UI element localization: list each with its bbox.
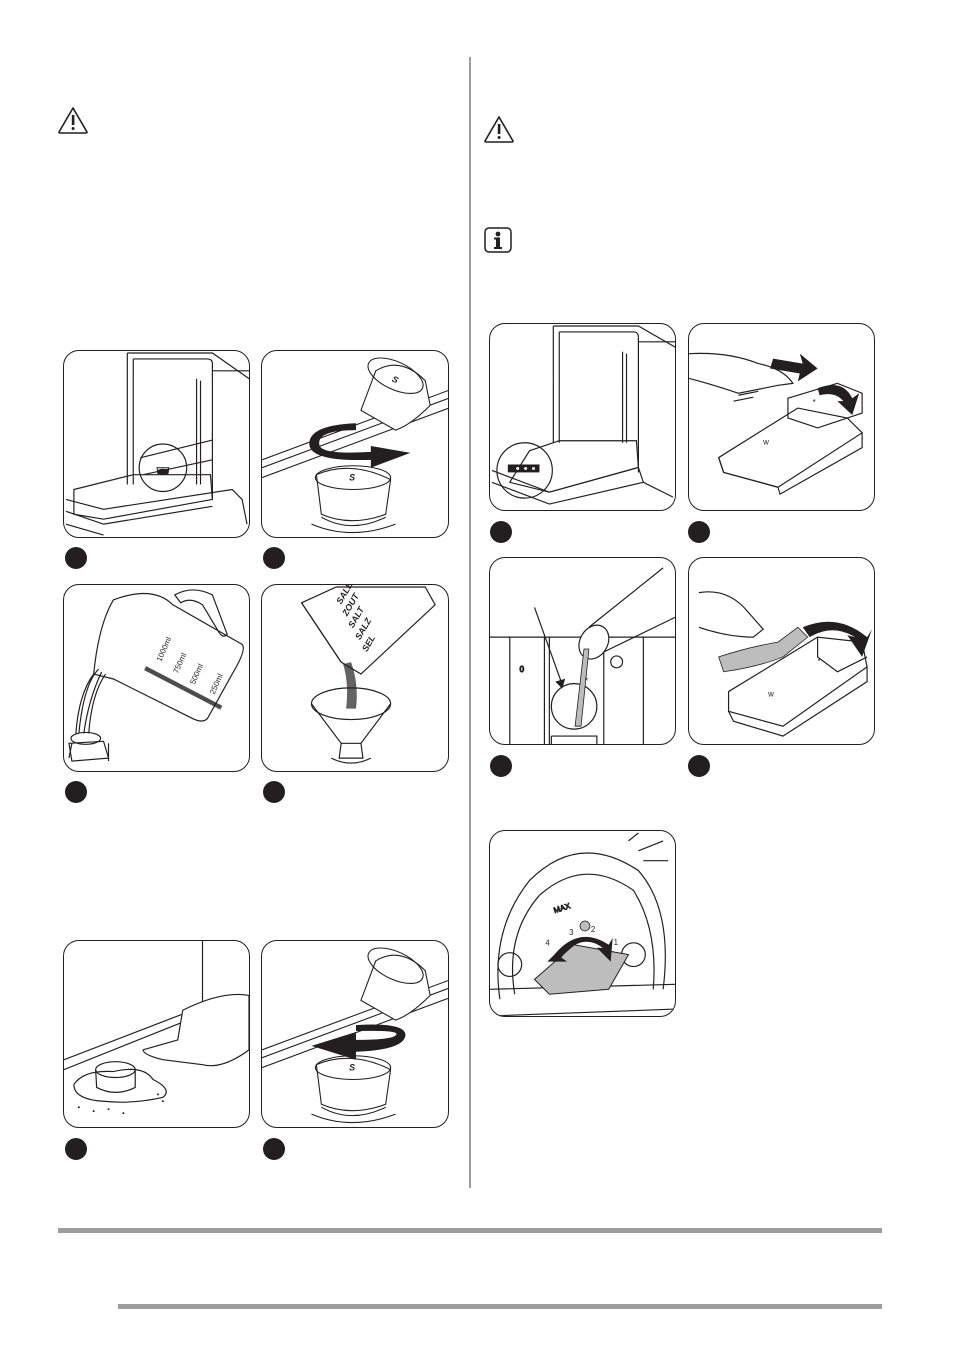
footer-rule-bottom	[118, 1304, 882, 1309]
jug-mark-500: 500ml	[188, 662, 205, 686]
footer-rule-top	[58, 1228, 882, 1233]
dial-max-label: MAX	[552, 901, 572, 915]
svg-text:S: S	[390, 374, 400, 386]
figure-rinse-step-3: 0 *	[489, 557, 676, 745]
step-marker	[490, 755, 512, 777]
svg-text:w: w	[767, 690, 774, 699]
svg-text:0: 0	[520, 665, 525, 674]
step-marker	[688, 755, 710, 777]
svg-text:*: *	[585, 677, 588, 686]
figure-salt-step-5	[63, 940, 250, 1128]
figure-salt-step-6: S	[261, 940, 449, 1128]
figure-rinse-step-1	[489, 323, 676, 511]
figure-salt-step-1	[63, 350, 250, 538]
figure-salt-step-2: S S	[261, 350, 449, 538]
svg-text:*: *	[818, 657, 821, 666]
step-marker	[65, 1138, 87, 1160]
step-marker	[263, 1138, 285, 1160]
svg-text:S: S	[349, 473, 355, 483]
warning-icon	[482, 114, 516, 144]
figure-rinse-step-2: * w	[688, 323, 875, 511]
svg-text:w: w	[762, 438, 769, 447]
figure-rinse-dosage-selector: MAX 3 2 1 4	[489, 830, 676, 1017]
jug-mark-1000: 1000ml	[155, 635, 174, 663]
svg-text:*: *	[813, 398, 816, 407]
svg-text:S: S	[349, 1063, 355, 1073]
warning-icon	[56, 105, 90, 135]
dial-position-3: 3	[569, 928, 574, 937]
step-marker	[688, 521, 710, 543]
dial-position-2: 2	[591, 925, 595, 934]
step-marker	[65, 781, 87, 803]
step-marker	[490, 521, 512, 543]
figure-salt-step-3: 1000ml 750ml 500ml 250ml	[63, 584, 250, 772]
dial-position-4: 4	[545, 939, 550, 948]
figure-salt-step-4: SALE ZOUT SALT SALZ SEL	[261, 584, 449, 772]
info-icon	[483, 226, 513, 254]
dial-position-1: 1	[614, 938, 619, 947]
figure-rinse-step-4: * w	[688, 557, 875, 745]
column-divider	[469, 57, 471, 1188]
step-marker	[263, 547, 285, 569]
step-marker	[65, 547, 87, 569]
step-marker	[263, 781, 285, 803]
jug-mark-750: 750ml	[171, 651, 188, 675]
